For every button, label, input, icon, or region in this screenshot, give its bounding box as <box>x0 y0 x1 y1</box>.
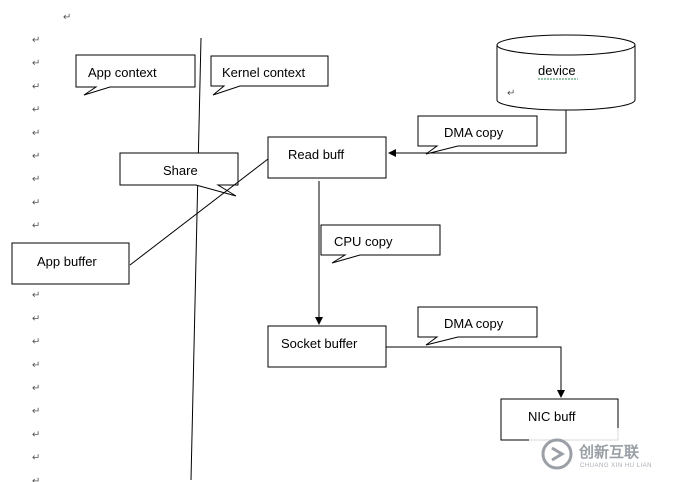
margin-paragraph-mark: ↵ <box>32 197 40 208</box>
share-callout: Share <box>119 152 239 197</box>
socket-buffer-label: Socket buffer <box>281 336 358 351</box>
kernel-context-callout: Kernel context <box>210 55 329 96</box>
app-buffer-box: App buffer <box>11 242 130 285</box>
device-paragraph-mark: ↵ <box>507 88 515 99</box>
dma-copy-label-bottom: DMA copy <box>444 316 504 331</box>
margin-paragraph-mark: ↵ <box>32 453 40 464</box>
cpu-copy-label: CPU copy <box>334 234 393 249</box>
dma-copy-callout-top: DMA copy <box>417 115 538 155</box>
watermark-brand-cn: 创新互联 <box>578 443 640 461</box>
device-to-readbuff-arrow <box>388 110 567 157</box>
app-context-callout: App context <box>75 54 196 96</box>
read-buff-box: Read buff <box>267 136 387 179</box>
margin-paragraph-mark: ↵ <box>32 105 40 116</box>
kernel-context-label: Kernel context <box>222 65 305 80</box>
margin-paragraph-mark: ↵ <box>32 337 40 348</box>
device-cylinder: device ↵ <box>496 34 636 111</box>
cpu-copy-callout: CPU copy <box>320 224 441 264</box>
device-label: device <box>538 63 576 78</box>
share-link-line <box>129 158 269 266</box>
margin-paragraph-mark: ↵ <box>32 476 40 482</box>
socket-buffer-box: Socket buffer <box>267 325 387 368</box>
margin-paragraph-mark: ↵ <box>32 290 40 301</box>
app-buffer-label: App buffer <box>37 254 97 269</box>
margin-paragraph-mark: ↵ <box>32 406 40 417</box>
margin-paragraph-mark: ↵ <box>32 128 40 139</box>
dma-copy-label-top: DMA copy <box>444 125 504 140</box>
margin-paragraph-mark: ↵ <box>32 174 40 185</box>
margin-paragraph-mark: ↵ <box>32 313 40 324</box>
top-paragraph-mark: ↵ <box>63 12 71 23</box>
socket-to-nic-arrow <box>386 346 565 398</box>
margin-paragraph-mark: ↵ <box>32 383 40 394</box>
share-label: Share <box>163 163 198 178</box>
margin-paragraph-mark: ↵ <box>32 81 40 92</box>
margin-paragraph-mark: ↵ <box>32 35 40 46</box>
watermark: 创新互联 CHUANG XIN HU LIAN <box>529 428 676 482</box>
dma-copy-callout-bottom: DMA copy <box>417 306 538 346</box>
watermark-brand-pinyin: CHUANG XIN HU LIAN <box>580 463 652 469</box>
watermark-logo-icon <box>541 438 573 470</box>
margin-paragraph-mark: ↵ <box>32 221 40 232</box>
read-buff-label: Read buff <box>288 147 345 162</box>
app-context-label: App context <box>88 65 157 80</box>
margin-paragraph-mark: ↵ <box>32 429 40 440</box>
margin-paragraph-mark: ↵ <box>32 360 40 371</box>
margin-paragraph-mark: ↵ <box>32 58 40 69</box>
nic-buff-label: NIC buff <box>528 409 576 424</box>
context-divider-line <box>190 37 202 481</box>
watermark-backdrop <box>529 428 676 482</box>
margin-paragraph-mark: ↵ <box>32 151 40 162</box>
